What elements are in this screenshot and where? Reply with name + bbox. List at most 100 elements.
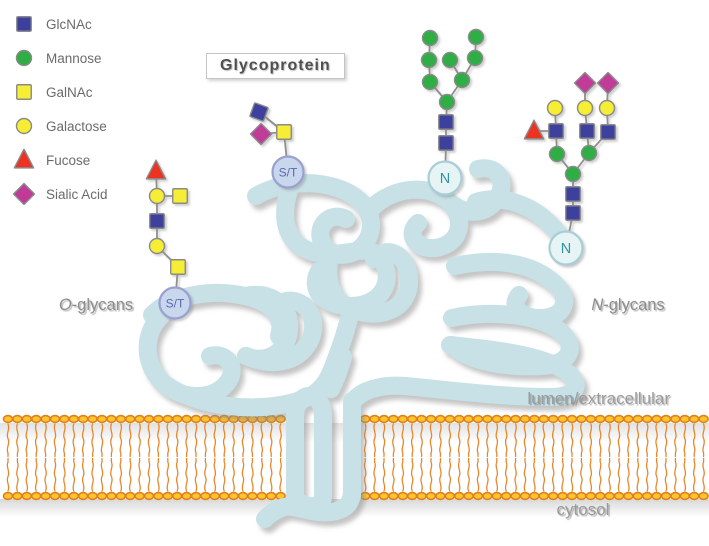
attachment-site-st-0: S/T [271, 155, 305, 189]
lipid-tail [589, 457, 593, 492]
lipid-tail [204, 423, 207, 458]
lipid-tail [674, 457, 677, 492]
mannose-icon [420, 51, 438, 69]
lipid-head [444, 491, 456, 501]
lipid-tail [645, 457, 649, 492]
ribbon-segment [344, 336, 585, 410]
lipid-head [660, 491, 672, 501]
lipid-tail [457, 423, 461, 458]
lipid-head [190, 414, 202, 424]
lipid-head [641, 414, 653, 424]
page-title: Glycoprotein [220, 57, 331, 74]
square-swatch-icon [12, 13, 36, 35]
site-label: S/T [166, 296, 185, 310]
lipid-head [237, 414, 249, 424]
lipid-tail [580, 457, 583, 492]
lipid-tail [420, 423, 423, 458]
lipid-tail [251, 457, 254, 492]
lipid-head [670, 491, 681, 501]
n-glycans-label-rest: -glycans [603, 296, 664, 314]
lipid-tail [627, 423, 630, 458]
glcnac-icon [600, 124, 616, 140]
lipid-head [472, 491, 484, 501]
site-circle [271, 155, 305, 189]
lipid-tail [504, 457, 508, 492]
lipid-head [134, 414, 145, 424]
lipid-tail [561, 457, 564, 492]
lipid-head [12, 414, 23, 424]
lipid-tail [580, 423, 583, 458]
legend-label: GlcNAc [46, 16, 92, 32]
title-box: Glycoprotein [206, 53, 345, 79]
mannose-icon [453, 71, 471, 89]
lipid-head [416, 491, 427, 501]
glcnac-icon [16, 16, 32, 32]
lipid-tail [382, 457, 386, 492]
diamond-swatch-icon [12, 182, 36, 206]
lipid-tail [476, 457, 480, 492]
galnac-icon [16, 84, 32, 100]
lipid-head [519, 414, 531, 424]
lipid-head [49, 414, 61, 424]
lipid-tail [269, 423, 273, 458]
lipid-head [632, 491, 644, 501]
legend-item-glcnac: GlcNAc [12, 13, 108, 35]
lipid-head [12, 491, 23, 501]
lipid-tail [589, 423, 593, 458]
lipid-tail [551, 457, 555, 492]
lipid-tail [655, 457, 658, 492]
fucose-icon [523, 119, 545, 140]
lipid-head [482, 414, 493, 424]
lipid-head [77, 414, 89, 424]
site-circle [158, 286, 192, 320]
mannose-icon [580, 144, 598, 162]
lipid-tail [260, 423, 264, 458]
lipid-head [453, 491, 465, 501]
legend-label: Galactose [46, 118, 107, 134]
site-circle [548, 230, 584, 266]
lipid-tail [429, 457, 433, 492]
lipid-tail [655, 423, 658, 458]
lipid-head [641, 491, 653, 501]
transmembrane-loop [286, 387, 332, 509]
lipid-head [171, 491, 183, 501]
mannose-icon [548, 145, 566, 163]
lipid-tail [157, 457, 160, 492]
ribbon-segment [443, 304, 579, 376]
attachment-site-st-1: S/T [158, 286, 192, 320]
lipid-bilayer [2, 414, 709, 501]
n-glycans-label: N-glycans [591, 296, 664, 314]
lipid-head [425, 491, 437, 501]
o-glycans-label-italic: O [59, 296, 72, 314]
n-glycan-high-mannose [420, 28, 485, 179]
lipid-head [463, 491, 474, 501]
lipid-tail [439, 457, 442, 492]
square-swatch-icon [12, 81, 36, 103]
lipid-tail [533, 423, 536, 458]
lipid-tail [213, 423, 217, 458]
lipid-head [106, 414, 117, 424]
lipid-head [77, 491, 89, 501]
lipid-tail [683, 457, 687, 492]
lipid-head [576, 491, 587, 501]
lipid-tail [147, 457, 151, 492]
lipid-tail [448, 423, 452, 458]
lipid-tail [222, 457, 226, 492]
lipid-head [453, 414, 465, 424]
lipid-tail [627, 457, 630, 492]
mannose-icon [467, 28, 485, 46]
lipid-head [547, 491, 559, 501]
lipid-head [359, 414, 371, 424]
lipid-tail [542, 457, 546, 492]
lipid-head [444, 414, 456, 424]
lipid-tail [382, 423, 386, 458]
lipid-head [49, 491, 61, 501]
lipid-head [96, 414, 108, 424]
lipid-tail [53, 457, 57, 492]
lipid-tail [692, 457, 696, 492]
lipid-head [491, 414, 503, 424]
lipid-tail [100, 423, 104, 458]
lipid-head [557, 414, 568, 424]
mannose-icon [564, 165, 582, 183]
